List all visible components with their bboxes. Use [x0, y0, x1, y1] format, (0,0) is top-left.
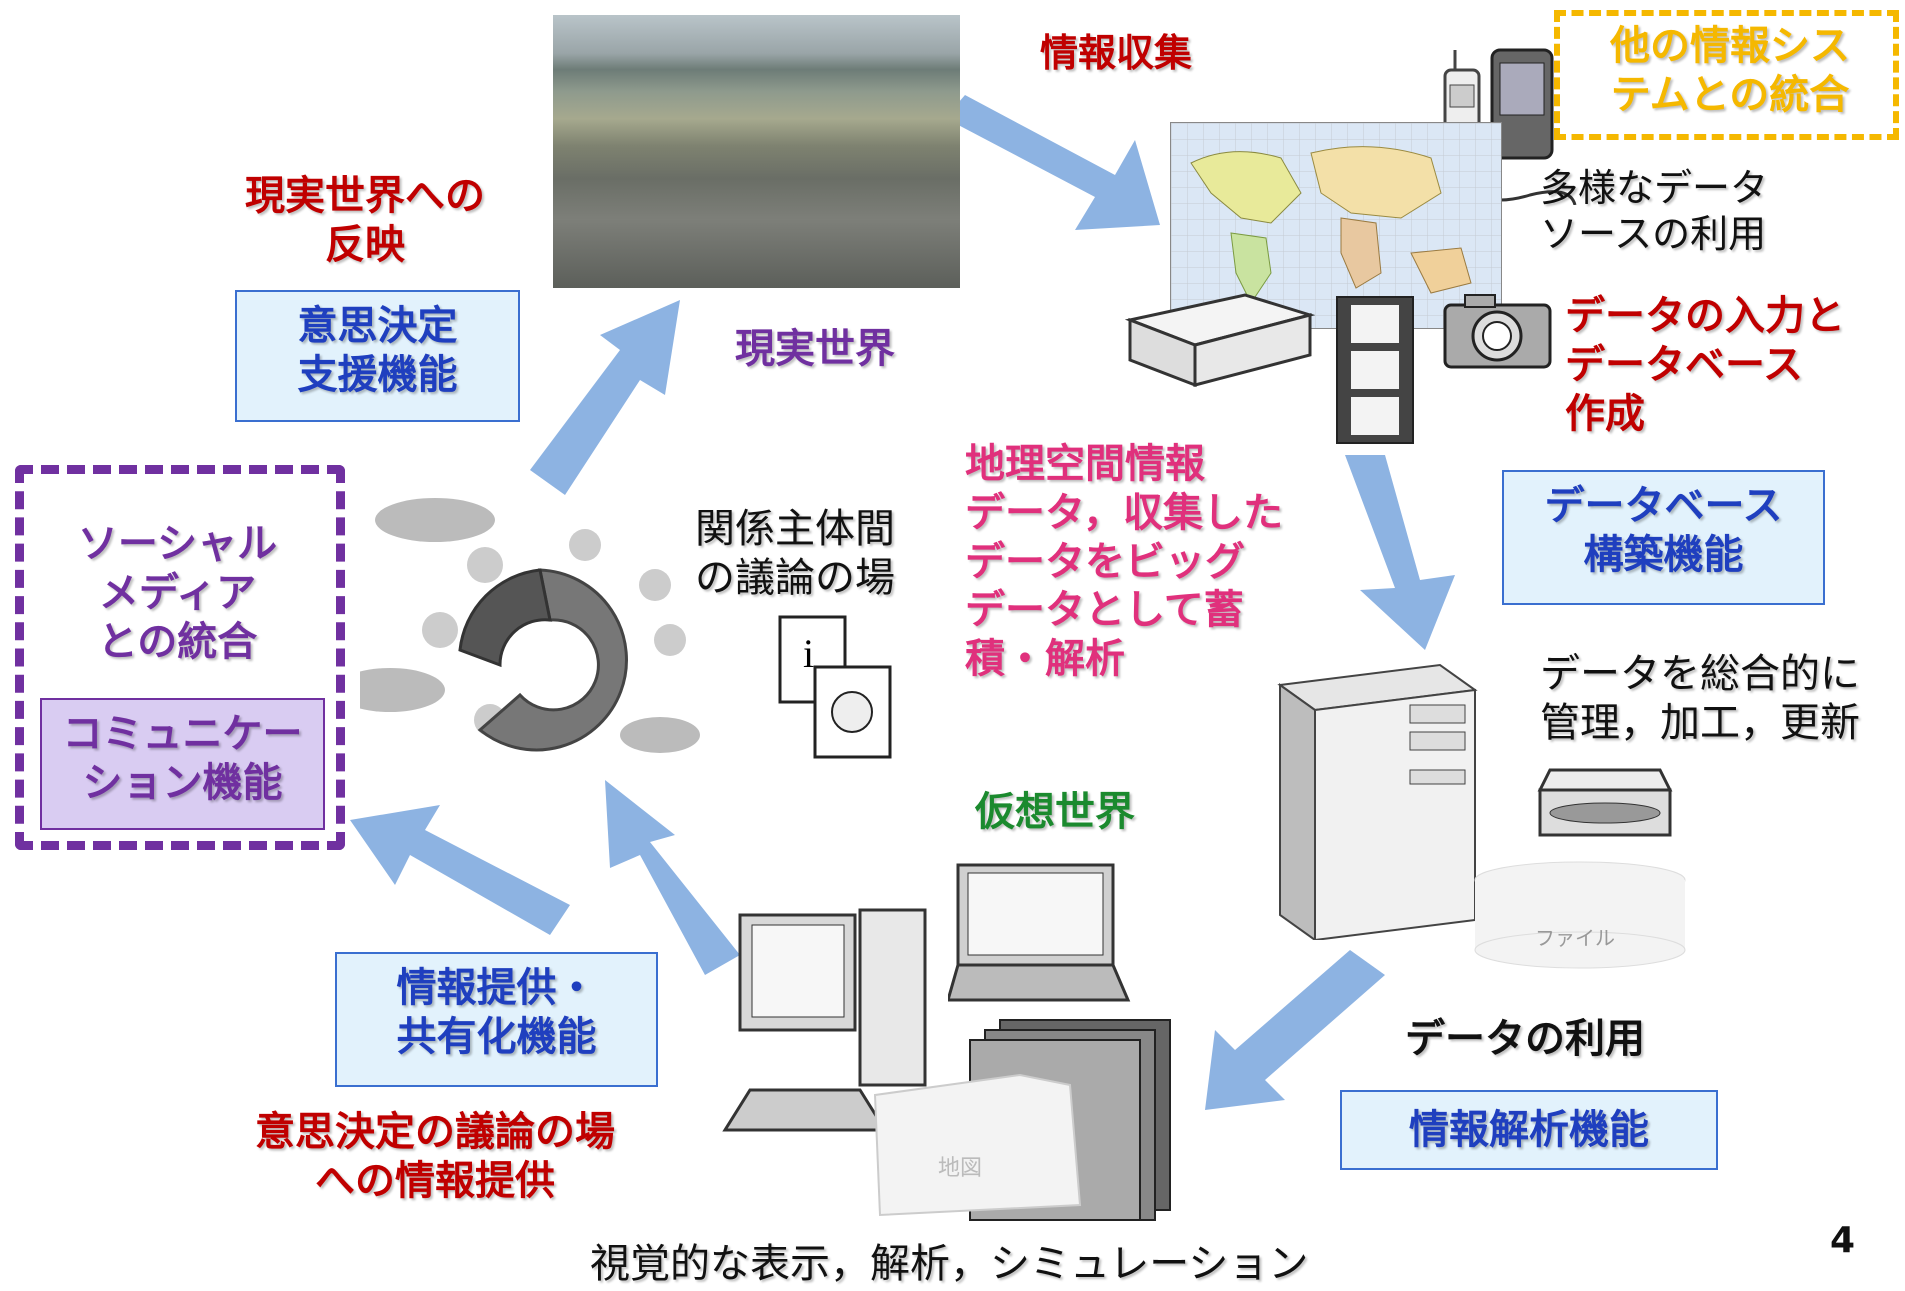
camera-icon	[1443, 294, 1552, 369]
arrow-to-server	[1345, 455, 1455, 650]
database-box: データベース 構築機能	[1502, 470, 1825, 605]
disk-drive-icon	[1537, 768, 1673, 837]
stakeholders-label: 関係主体間 の議論の場	[695, 506, 895, 601]
info-sharing-box: 情報提供・ 共有化機能	[335, 952, 658, 1087]
arrow-to-real	[530, 300, 680, 495]
arrow-to-social	[350, 805, 570, 935]
decision-info-label: 意思決定の議論の場 への情報提供	[255, 1109, 615, 1204]
visual-caption: 視覚的な表示，解析，シミュレーション	[590, 1241, 1309, 1287]
other-systems-label: 他の情報シス テムとの統合	[1610, 23, 1850, 118]
real-world-reflection-label: 現実世界への 反映	[245, 173, 485, 268]
data-input-label: データの入力と データベース 作成	[1565, 293, 1845, 437]
diverse-sources-label: 多様なデータ ソースの利用	[1540, 166, 1769, 257]
svg-text:i: i	[803, 631, 814, 676]
communication-box: コミュニケー ション機能	[40, 698, 325, 830]
real-world-label: 現実世界	[735, 326, 895, 372]
documents-icon: i	[778, 615, 892, 759]
decision-support-box: 意思決定 支援機能	[235, 290, 520, 422]
scanner-icon	[1125, 293, 1315, 388]
laptop-icon	[948, 863, 1131, 1002]
social-media-label: ソーシャル メディア との統合	[77, 521, 278, 665]
virtual-world-label: 仮想世界	[975, 789, 1135, 835]
page-number: 4	[1830, 1220, 1856, 1261]
mobile-devices-icon	[1443, 48, 1577, 205]
info-collection-label: 情報収集	[1040, 31, 1193, 75]
discussion-cycle-icon	[360, 498, 700, 753]
arrow-to-discussion	[605, 780, 740, 975]
map-stack-icon	[873, 1019, 1171, 1221]
film-strip-icon	[1336, 296, 1414, 444]
world-map-image	[1170, 122, 1502, 329]
server-tower-icon	[1277, 663, 1478, 940]
manage-label: データを総合的に 管理，加工，更新	[1540, 651, 1860, 746]
arrow-to-display	[1205, 950, 1385, 1110]
map-label: 地図	[938, 1156, 983, 1181]
data-use-label: データの利用	[1405, 1016, 1645, 1062]
social-media-box	[15, 465, 345, 850]
analysis-box: 情報解析機能	[1340, 1090, 1718, 1170]
geo-data-label: 地理空間情報 データ，収集した データをビッグ データとして蓄 積・解析	[965, 441, 1283, 683]
other-systems-box	[1554, 10, 1899, 140]
file-label: ファイル	[1535, 926, 1615, 950]
real-world-photo	[553, 15, 960, 288]
file-cylinder-icon	[1474, 861, 1686, 969]
arrow-collect	[945, 95, 1160, 230]
desktop-pc-icon	[722, 908, 927, 1132]
